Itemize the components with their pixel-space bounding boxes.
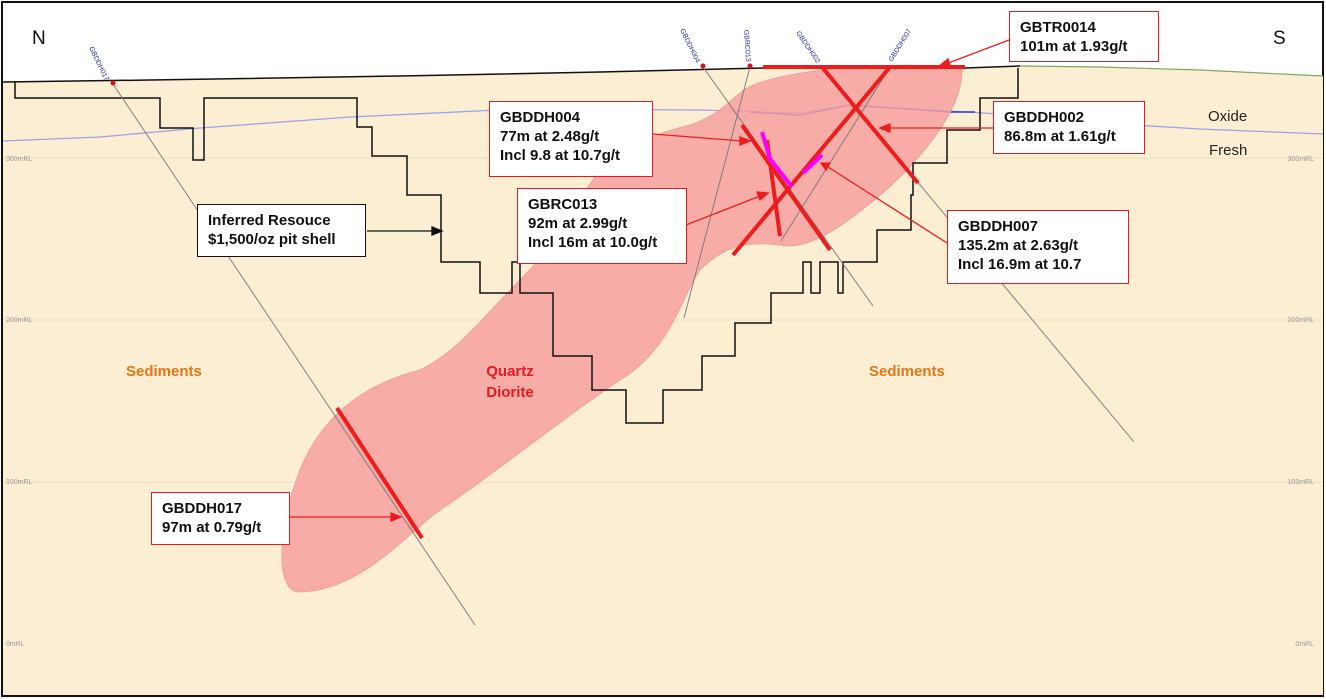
callout-gbddh007-grade: 135.2m at 2.63g/t (958, 237, 1079, 254)
callout-gbddh017-hole: GBDDH017 (162, 500, 243, 517)
callout-pit-shell: Inferred Resouce $1,500/oz pit shell (197, 204, 366, 257)
callout-gbddh017: GBDDH017 97m at 0.79g/t (151, 492, 290, 545)
callout-gbtr0014-grade: 101m at 1.93g/t (1020, 38, 1128, 55)
highgrade-gbrc013 (769, 158, 794, 189)
callout-gbddh004-incl: Incl 9.8 at 10.7g/t (500, 147, 621, 164)
trace-gbddh007 (780, 66, 891, 242)
intercepts (335, 65, 965, 540)
fresh-label: Fresh (1209, 142, 1247, 159)
collar-gbrc013 (747, 63, 753, 69)
collar-gbddh004 (700, 63, 706, 69)
highgrade-gbddh004 (760, 131, 773, 163)
intercept-gbddh007 (731, 65, 892, 257)
callout-gbrc013-hole: GBRC013 (528, 196, 598, 213)
callout-gbddh007-hole: GBDDH007 (958, 218, 1039, 235)
callout-gbddh002: GBDDH002 86.8m at 1.61g/t (993, 101, 1145, 154)
callout-gbddh017-grade: 97m at 0.79g/t (162, 519, 262, 536)
callout-gbddh004-hole: GBDDH004 (500, 109, 581, 126)
rl-100-left: 100mRL (6, 479, 33, 486)
callout-arrows (290, 39, 1010, 522)
sediments-label-left: Sediments (126, 363, 202, 380)
quartz-label: Quartz (486, 363, 534, 380)
south-label: S (1273, 28, 1286, 49)
pit-shell (14, 68, 1019, 424)
north-label: N (32, 28, 46, 49)
sediments-label-right: Sediments (869, 363, 945, 380)
pit-arrow (367, 226, 444, 236)
callout-gbddh007-incl: Incl 16.9m at 10.7 (958, 256, 1082, 273)
intercept-gbddh017 (335, 406, 424, 540)
rl-200-left: 200mRL (6, 317, 33, 324)
rl-300-left: 300mRL (6, 156, 33, 163)
diorite-label: Diorite (486, 384, 534, 401)
callout-gbtr0014-hole: GBTR0014 (1020, 19, 1096, 36)
callout-gbrc013-incl: Incl 16m at 10.0g/t (528, 234, 658, 251)
high-grade-intercepts (760, 131, 824, 189)
intercept-gbddh004 (740, 123, 832, 252)
collar-gbddh017 (110, 80, 116, 86)
rl-100-right: 100mRL (1288, 479, 1315, 486)
callout-gbtr0014: GBTR0014 101m at 1.93g/t (1009, 11, 1159, 62)
callout-gbddh007: GBDDH007 135.2m at 2.63g/t Incl 16.9m at… (947, 210, 1129, 284)
trace-gbrc013 (683, 66, 751, 319)
rl-0-left: 0mRL (6, 641, 25, 648)
intercept-gbddh002 (820, 65, 920, 185)
callout-gbddh004-grade: 77m at 2.48g/t (500, 128, 600, 145)
callout-pit-shell-title: Inferred Resouce (208, 212, 331, 229)
callout-gbddh002-hole: GBDDH002 (1004, 109, 1085, 126)
highgrade-gbddh007 (801, 153, 824, 175)
callout-gbrc013-grade: 92m at 2.99g/t (528, 215, 628, 232)
rl-0-right: 0mRL (1295, 641, 1314, 648)
collars (110, 63, 753, 86)
rl-200-right: 200mRL (1288, 317, 1315, 324)
hole-label-gbrc013: GBRC013 (742, 30, 751, 62)
topography-line-east (1019, 65, 1324, 77)
trace-gbddh017 (112, 83, 476, 626)
rl-300-right: 300mRL (1288, 156, 1315, 163)
callout-gbrc013: GBRC013 92m at 2.99g/t Incl 16m at 10.0g… (517, 188, 687, 264)
oxide-label: Oxide (1208, 108, 1247, 125)
callout-gbddh004: GBDDH004 77m at 2.48g/t Incl 9.8 at 10.7… (489, 101, 653, 177)
callout-pit-shell-price: $1,500/oz pit shell (208, 231, 336, 248)
callout-gbddh002-grade: 86.8m at 1.61g/t (1004, 128, 1116, 145)
